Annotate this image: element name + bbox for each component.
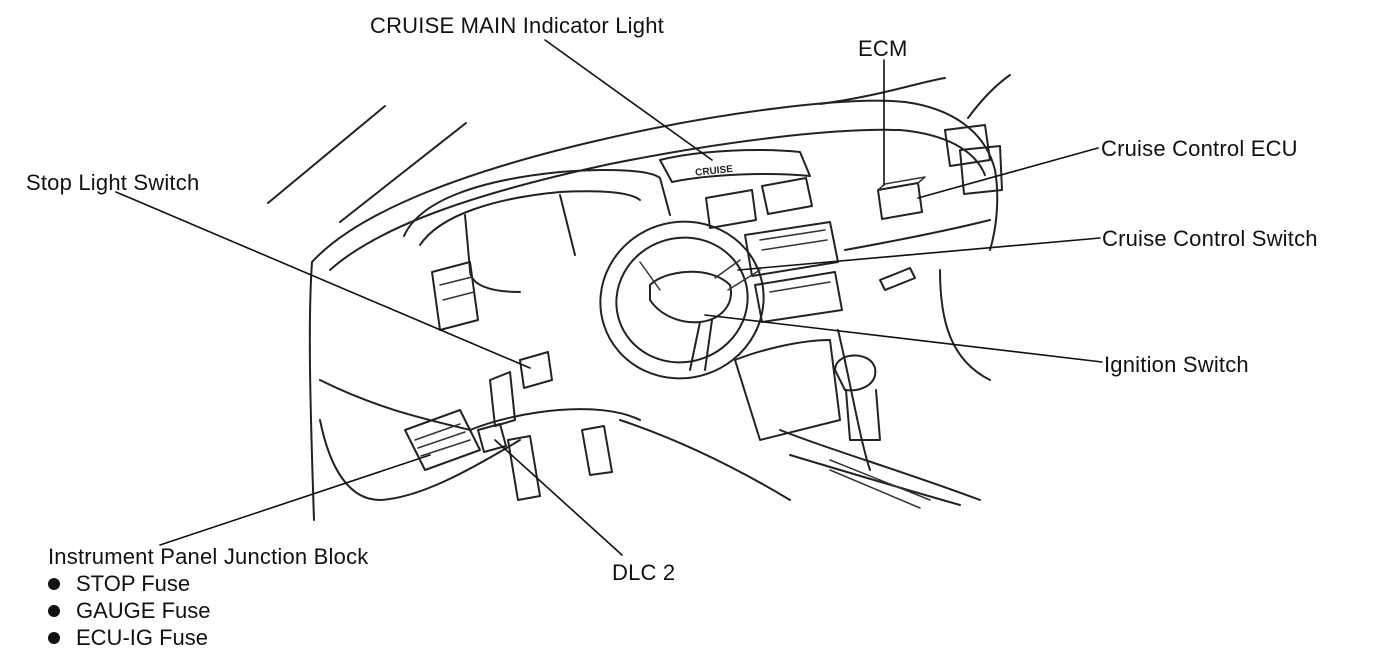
left-door-edge	[308, 261, 315, 521]
leader-cruise-ecu	[917, 147, 1099, 199]
leader-cruise-switch	[737, 237, 1101, 271]
console-floor	[779, 429, 981, 501]
bullet-icon	[48, 605, 60, 617]
center-vent-left	[705, 189, 757, 229]
windshield-line-left	[267, 105, 386, 204]
steering-column	[689, 319, 713, 371]
left-vent	[431, 261, 479, 331]
cruise-switch-stalk	[727, 269, 761, 291]
label-cruise-control-ecu: Cruise Control ECU	[1101, 136, 1298, 161]
junction-block	[404, 409, 481, 471]
stop-light-switch-part	[519, 351, 553, 389]
cruise-indicator-panel	[659, 149, 811, 183]
console-floor-2	[789, 454, 961, 506]
console-right-edge	[837, 329, 871, 471]
leader-stop-light	[115, 191, 531, 369]
center-console	[734, 339, 841, 441]
fuse-item: GAUGE Fuse	[48, 597, 210, 624]
bracket-lower-left	[489, 371, 516, 427]
label-cruise-main-indicator: CRUISE MAIN Indicator Light	[370, 13, 664, 38]
center-vent-right	[761, 177, 813, 215]
pedal-right	[581, 425, 613, 476]
dashboard-top	[311, 99, 999, 263]
bullet-icon	[48, 632, 60, 644]
pedal-left	[507, 435, 541, 501]
ecm-box	[877, 182, 923, 220]
climate-control	[754, 271, 843, 323]
label-ecm: ECM	[858, 36, 908, 61]
gear-shift-knob	[834, 354, 877, 392]
steering-hub	[649, 270, 732, 324]
cluster-gauge-right	[559, 194, 576, 256]
label-dlc2: DLC 2	[612, 560, 676, 585]
radio-unit	[744, 221, 839, 277]
cruise-panel-text: CRUISE	[695, 164, 734, 179]
steering-wheel-rim	[599, 220, 765, 380]
right-pillar	[967, 74, 1011, 119]
right-vent-2	[959, 145, 1003, 195]
bullet-icon	[48, 578, 60, 590]
right-vent	[944, 124, 991, 167]
gear-shift-boot	[845, 389, 881, 441]
label-ignition-switch: Ignition Switch	[1104, 352, 1249, 377]
right-door-line	[939, 269, 991, 381]
leader-dlc2	[494, 439, 623, 556]
label-cruise-control-switch: Cruise Control Switch	[1102, 226, 1318, 251]
right-dash-lower	[844, 219, 991, 251]
cluster-hood-outer	[403, 169, 671, 237]
leader-cruise-main	[544, 39, 713, 161]
dlc2-connector	[477, 423, 507, 453]
dashboard-top-inner	[329, 128, 986, 271]
fuse-item: STOP Fuse	[48, 570, 210, 597]
steering-wheel-rim-inner	[615, 236, 749, 364]
windshield-line-mid	[339, 122, 467, 223]
fuse-item: ECU-IG Fuse	[48, 624, 210, 651]
cluster-hood-inner	[419, 190, 641, 246]
label-instrument-panel-junction-block: Instrument Panel Junction Block	[48, 544, 369, 569]
lower-dash-edge	[319, 419, 521, 501]
glovebox-handle	[879, 267, 916, 291]
label-stop-light-switch: Stop Light Switch	[26, 170, 200, 195]
fuse-list: STOP Fuse GAUGE Fuse ECU-IG Fuse	[48, 570, 210, 651]
cluster-gauge-left	[464, 214, 521, 293]
leader-ignition	[704, 314, 1103, 363]
knee-panel	[469, 408, 641, 431]
leader-junction-block	[159, 454, 431, 546]
floor-line	[619, 419, 791, 501]
left-kick-panel	[319, 379, 471, 431]
